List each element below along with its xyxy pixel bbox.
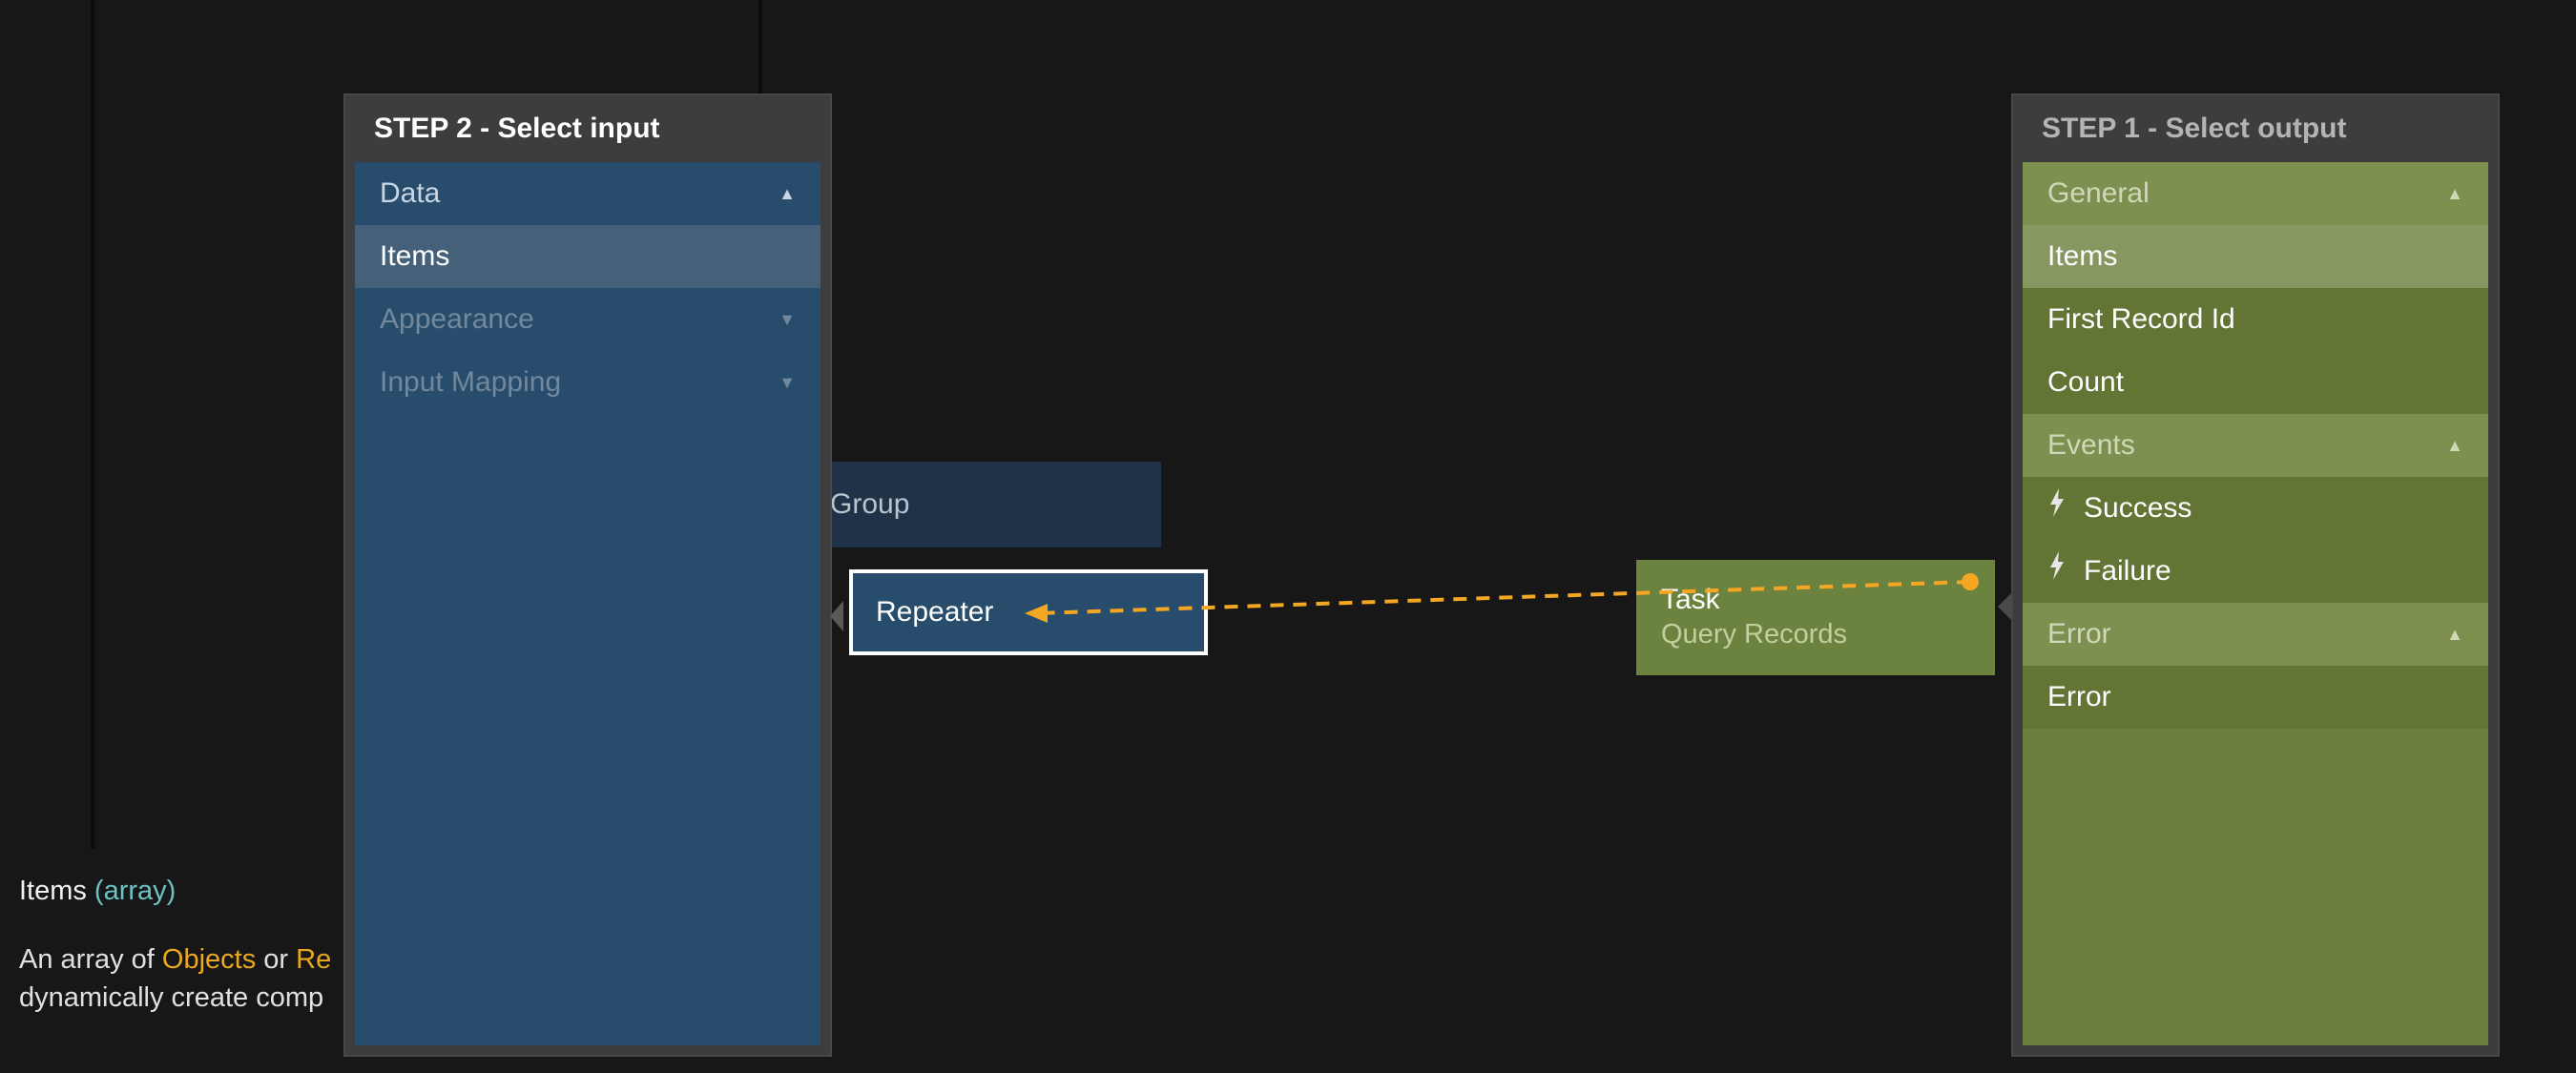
output-port-error[interactable]: Error [2023, 666, 2488, 729]
select-input-panel: STEP 2 - Select input Data ▲ Items Appea… [345, 95, 830, 1055]
output-category-general[interactable]: General ▲ [2023, 162, 2488, 225]
output-panel-pointer [1998, 591, 2013, 622]
select-output-title: STEP 1 - Select output [2042, 113, 2347, 144]
tooltip-title: Items(array) [19, 876, 176, 907]
canvas-divider-left [91, 0, 94, 849]
repeater-node[interactable]: Repeater [849, 569, 1208, 655]
input-port-items[interactable]: Items [355, 225, 821, 288]
group-node[interactable]: Group [830, 462, 1161, 547]
lightning-bolt-icon [2047, 540, 2067, 603]
caret-up-icon: ▲ [2446, 436, 2463, 455]
group-node-label: Group [830, 488, 910, 520]
output-category-events[interactable]: Events ▲ [2023, 414, 2488, 477]
tooltip-type: (array) [93, 876, 177, 906]
input-panel-pointer [830, 601, 843, 631]
category-label: General [2047, 177, 2150, 209]
caret-down-icon: ▼ [779, 373, 796, 392]
repeater-node-label: Repeater [876, 596, 994, 628]
category-label: Appearance [380, 303, 534, 335]
canvas-divider-right [758, 0, 762, 95]
category-label: Input Mapping [380, 366, 562, 398]
output-event-success[interactable]: Success [2023, 477, 2488, 540]
tooltip-description-line-2: dynamically create comp [19, 982, 324, 1013]
tooltip-link-records[interactable]: Re [296, 944, 332, 975]
category-label: Data [380, 177, 441, 209]
property-tooltip: Items(array) An array of Objects or Re d… [0, 849, 401, 1073]
category-label: Events [2047, 429, 2135, 461]
input-category-appearance[interactable]: Appearance ▼ [355, 288, 821, 351]
tooltip-description-line-1: An array of Objects or Re [19, 944, 331, 976]
select-output-panel: STEP 1 - Select output General ▲ Items F… [2013, 95, 2498, 1055]
caret-down-icon: ▼ [779, 310, 796, 329]
select-input-title: STEP 2 - Select input [374, 113, 660, 144]
caret-up-icon: ▲ [779, 184, 796, 203]
input-port-list: Data ▲ Items Appearance ▼ Input Mapping … [355, 162, 821, 1045]
event-label: Failure [2084, 555, 2171, 587]
task-node[interactable]: Task Query Records [1636, 560, 1995, 675]
tooltip-text: or [256, 944, 297, 975]
output-port-first-record-id[interactable]: First Record Id [2023, 288, 2488, 351]
caret-up-icon: ▲ [2446, 184, 2463, 203]
input-category-input-mapping[interactable]: Input Mapping ▼ [355, 351, 821, 414]
output-port-items[interactable]: Items [2023, 225, 2488, 288]
output-category-error[interactable]: Error ▲ [2023, 603, 2488, 666]
output-event-failure[interactable]: Failure [2023, 540, 2488, 603]
task-node-title: Task [1661, 584, 1720, 615]
tooltip-link-objects[interactable]: Objects [161, 944, 257, 975]
tooltip-text: An array of [19, 944, 162, 975]
lightning-bolt-icon [2047, 477, 2067, 540]
tooltip-property-name: Items [19, 876, 87, 906]
event-label: Success [2084, 492, 2192, 524]
category-label: Error [2047, 618, 2111, 650]
output-port-list: General ▲ Items First Record Id Count Ev… [2023, 162, 2488, 1045]
output-port-count[interactable]: Count [2023, 351, 2488, 414]
caret-up-icon: ▲ [2446, 625, 2463, 644]
input-category-data[interactable]: Data ▲ [355, 162, 821, 225]
task-node-subtitle: Query Records [1661, 619, 1848, 650]
